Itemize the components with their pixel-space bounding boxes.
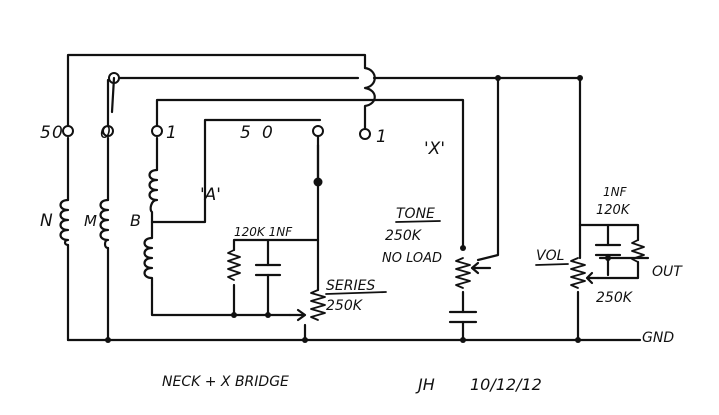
wire-top-loop — [66, 53, 367, 127]
pot-tone-wiper — [470, 261, 492, 275]
wires — [66, 53, 650, 342]
series-underline — [325, 291, 387, 295]
label-out: OUT — [652, 264, 683, 280]
label-vol-1nf: 1NF — [603, 185, 628, 199]
wire-rc-box — [232, 238, 320, 317]
label-switch-1d: 1 — [376, 127, 387, 147]
resistor-vol-120k — [631, 239, 645, 263]
label-pickup-m: M — [84, 212, 97, 230]
junction-dots — [105, 75, 611, 343]
label-vol-250k: 250K — [596, 290, 634, 306]
capacitor-vol — [594, 243, 622, 257]
label-series-250k: 250K — [326, 298, 364, 314]
label-pickup-n: N — [40, 211, 53, 231]
pot-series — [310, 289, 326, 321]
terminal-b-1 — [151, 125, 163, 137]
capacitor-1nf — [254, 263, 282, 277]
coil-b-lower — [143, 220, 154, 287]
terminal-n-5 — [62, 125, 74, 137]
label-120k-1nf: 120K 1NF — [234, 225, 293, 239]
switch-lever-1 — [110, 76, 116, 114]
wire-coil-a-tap — [150, 118, 322, 224]
label-switch-5: 5 — [40, 123, 51, 143]
resistor-120k — [227, 249, 241, 281]
label-switch-0c: 0 — [262, 123, 273, 143]
label-switch-0: 0 — [52, 123, 63, 143]
wire-crossover-hop — [363, 66, 376, 130]
label-x: 'X' — [424, 139, 445, 159]
pot-tone — [455, 257, 471, 289]
terminal-d — [312, 125, 324, 137]
coil-b-upper — [148, 168, 159, 224]
date: 10/12/12 — [470, 375, 542, 394]
terminal-x-1 — [359, 128, 371, 140]
label-pickup-b: B — [130, 211, 141, 230]
label-switch-1b: 1 — [166, 123, 177, 143]
label-gnd: GND — [642, 330, 674, 346]
label-switch-5c: 5 — [240, 123, 251, 143]
wire-vol-net — [578, 223, 640, 280]
label-vol: VOL — [536, 248, 564, 264]
capacitor-tone — [448, 310, 478, 324]
wire-x-rail — [476, 76, 500, 262]
coil-n — [59, 198, 70, 247]
vol-underline — [535, 263, 569, 266]
pot-vol-wiper — [585, 271, 600, 285]
label-tone: TONE — [396, 206, 435, 222]
label-switch-0b: 0 — [100, 123, 111, 143]
wire-series-bus — [150, 283, 292, 317]
coil-m — [99, 198, 110, 250]
label-series: SERIES — [326, 278, 375, 294]
label-tone-250k: 250K — [385, 228, 423, 244]
label-tone-noload: NO LOAD — [382, 251, 442, 266]
wire-to-tone — [155, 98, 465, 247]
label-vol-120k: 120K — [596, 203, 631, 218]
tone-underline — [395, 220, 441, 223]
caption: NECK + X BRIDGE — [162, 374, 289, 390]
pot-series-wiper — [288, 308, 307, 322]
label-coil-a: 'A' — [200, 185, 221, 205]
signature: JH — [415, 375, 435, 394]
pot-vol — [570, 257, 586, 289]
terminal-m-0 — [102, 125, 114, 137]
